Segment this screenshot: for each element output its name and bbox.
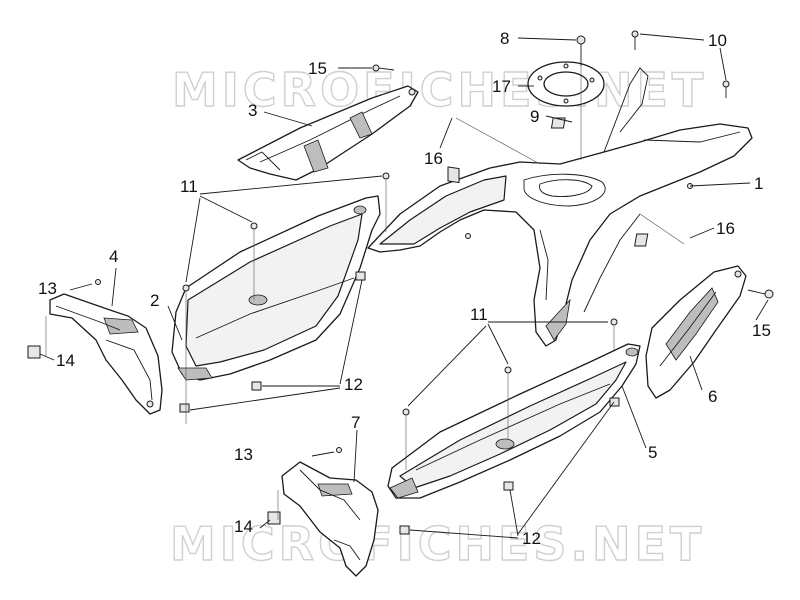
part-6-right-cover: [645, 265, 747, 399]
callout-5: 5: [648, 443, 657, 462]
callout-6: 6: [708, 387, 717, 406]
part-3-rear-cover: [237, 85, 419, 181]
part-17-cap-ring: [527, 61, 605, 107]
callout-15-upper: 15: [308, 59, 327, 78]
part-5-right-floorboard: [387, 343, 641, 499]
callout-14-right: 14: [234, 517, 253, 536]
callout-16-upper: 16: [424, 149, 443, 168]
callout-7: 7: [351, 413, 360, 432]
part-16-clip-upper: [447, 166, 460, 184]
callout-13-left: 13: [38, 279, 57, 298]
part-9-clip: [550, 117, 566, 129]
callout-9: 9: [530, 107, 539, 126]
callout-15-right: 15: [752, 321, 771, 340]
callout-14-left: 14: [56, 351, 75, 370]
callout-11-right: 11: [470, 305, 488, 324]
part-7-lower-cover: [281, 461, 379, 577]
callout-3: 3: [248, 101, 257, 120]
callout-10: 10: [708, 31, 727, 50]
callout-leaders: [39, 33, 769, 539]
callout-11-left: 11: [180, 177, 198, 196]
callout-16-right: 16: [716, 219, 735, 238]
callout-17: 17: [492, 77, 511, 96]
part-1-center-body: [367, 67, 753, 347]
watermark-bottom: MICROFICHES.NET: [170, 517, 705, 571]
part-2-left-floorboard: [171, 195, 381, 381]
callout-2: 2: [150, 291, 159, 310]
callout-12-left: 12: [344, 375, 363, 394]
callout-4: 4: [109, 247, 118, 266]
callout-13-right: 13: [234, 445, 253, 464]
callout-1: 1: [754, 174, 763, 193]
callout-labels: 1 2 3 4 5 6 7 8 9 10 11 11 12 12 13 13 1…: [38, 29, 771, 548]
part-4-left-cover: [49, 293, 163, 415]
part-16-clip-right: [634, 233, 649, 247]
watermark-top: MICROFICHES.NET: [172, 63, 707, 117]
callout-12-right: 12: [522, 529, 541, 548]
assembly-axis-lines: [45, 66, 685, 520]
callout-8: 8: [500, 29, 509, 48]
hardware-screws: [27, 30, 774, 535]
